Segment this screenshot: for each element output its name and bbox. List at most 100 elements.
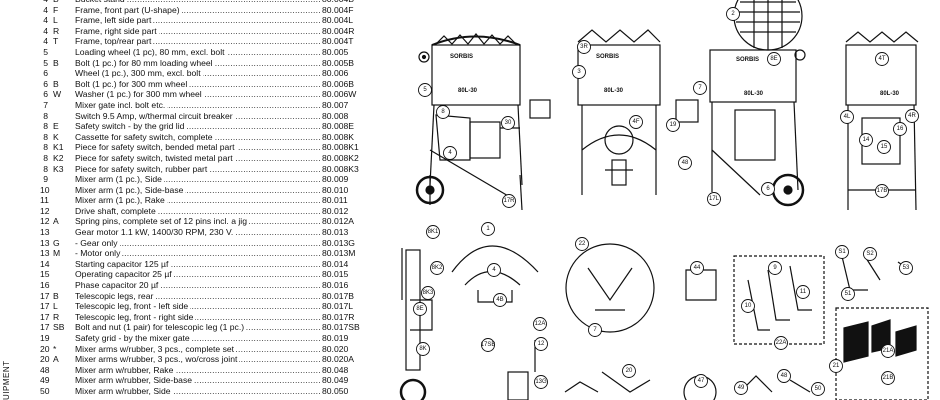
part-code: 80.004R (322, 25, 355, 36)
parts-list: 4BBucket stand80.004B4FFrame, front part… (40, 0, 380, 397)
callout-label: 7 (698, 85, 702, 91)
part-number: 48 (40, 364, 50, 375)
callout-label: 4 (492, 267, 496, 273)
part-description: Mixer arms w/rubber, 3 pcs., complete se… (75, 343, 320, 355)
part-code: 80.006 (322, 68, 349, 79)
part-suffix: R (53, 25, 60, 36)
part-code: 80.004L (322, 15, 354, 26)
callout-circle (841, 287, 855, 301)
callout-label: 48 (682, 160, 689, 166)
callout-label: 17R (503, 198, 515, 204)
part-description-text: Mixer arm (1 pc.), Rake (75, 195, 167, 206)
callout-circle (777, 369, 791, 383)
part-number: 12 (40, 216, 50, 227)
part-code: 80.049 (322, 375, 349, 386)
part-code: 80.004T (322, 36, 354, 47)
brand-label: SORBIS (596, 54, 619, 60)
part-description: Piece for safety switch, bended metal pa… (75, 142, 320, 153)
part-description: Mixer arm (1 pc.), Side (75, 174, 320, 185)
part-code: 80.008K1 (322, 142, 359, 153)
part-description: Frame, left side part (75, 15, 320, 26)
model-label: 80L-30 (458, 88, 478, 94)
callout-label: 7 (593, 327, 597, 333)
part-number: 8 (43, 121, 48, 132)
callout-circle (502, 194, 516, 208)
part-description: Piece for safety switch, rubber part (75, 163, 320, 175)
part-number: 20 (40, 354, 50, 365)
part-number: 8 (43, 152, 48, 163)
callout-circle (840, 110, 854, 124)
part-description-text: Gear motor 1.1 kW, 1400/30 RPM, 230 V. (75, 227, 236, 238)
brand-label: SORBIS (450, 54, 473, 60)
part-description: Cassette for safety switch, complete (75, 131, 320, 143)
part-description: Safety grid - by the mixer gate (75, 333, 320, 344)
part-description-text: Telescopic leg, front - left side (75, 301, 191, 312)
part-description-text: Telescopic leg, front - right side (75, 311, 196, 322)
part-description-text: Wheel (1 pc.), 300 mm, excl. bolt (75, 68, 203, 79)
callout-circle (881, 371, 895, 385)
part-suffix: W (53, 89, 62, 100)
part-description: Drive shaft, complete (75, 205, 320, 217)
part-description-text: Mixer arms w/rubber, 3 pcs., wo/cross jo… (75, 354, 240, 365)
part-description: Bolt (1 pc.) for 300 mm wheel (75, 78, 320, 90)
callout-circle (690, 261, 704, 275)
part-description-text: Bolt and nut (1 pair) for telescopic leg… (75, 322, 247, 333)
callout-circle (534, 337, 548, 351)
part-number: 5 (43, 46, 48, 57)
part-description: Mixer arm w/rubber, Rake (75, 364, 320, 376)
callout-label: 12 (538, 341, 545, 347)
part-description: Gear motor 1.1 kW, 1400/30 RPM, 230 V. (75, 227, 320, 238)
callout-circle (533, 317, 547, 331)
callout-label: S2 (866, 251, 874, 257)
part-code: 80.006B (322, 78, 355, 89)
callout-circle (734, 381, 748, 395)
parts-row: 20*Mixer arms w/rubber, 3 pcs., complete… (40, 343, 380, 355)
part-suffix: B (48, 0, 75, 5)
part-code: 80.008K (322, 131, 355, 142)
callout-circle (707, 192, 721, 206)
part-description: Piece for safety switch, twisted metal p… (75, 152, 320, 164)
callout-label: 8 (441, 109, 445, 115)
part-description: Loading wheel (1 pc), 80 mm, excl. bolt (75, 46, 320, 58)
callout-circle (421, 286, 435, 300)
part-code: 80.005B (322, 57, 355, 68)
callout-circle (693, 81, 707, 95)
callout-label: 9 (773, 265, 777, 271)
callout-circle (694, 374, 708, 388)
part-description-text: Bolt (1 pc.) for 80 mm loading wheel (75, 57, 215, 68)
callout-circle (893, 122, 907, 136)
part-description-text: - Motor only (75, 248, 123, 259)
callout-circle (863, 247, 877, 261)
part-number: 13 (40, 237, 50, 248)
callout-circle (481, 222, 495, 236)
part-description: Bolt (1 pc.) for 80 mm loading wheel (75, 57, 320, 69)
parts-row: 5 Loading wheel (1 pc), 80 mm, excl. bolt… (40, 46, 380, 58)
part-code: 80.009 (322, 174, 349, 185)
part-description-text: Phase capacitor 20 µf (75, 280, 161, 291)
part-description-text: Frame, top/rear part (75, 36, 154, 47)
part-suffix: SB (53, 322, 65, 333)
callout-circle (575, 237, 589, 251)
part-code: 80.020 (322, 343, 349, 354)
part-description-text: Frame, right side part (75, 25, 159, 36)
callout-circle (622, 364, 636, 378)
part-number: 19 (40, 333, 50, 343)
part-number: 4 (43, 15, 48, 26)
callout-label: 53 (903, 265, 910, 271)
callout-label: 8K1 (428, 229, 439, 235)
callout-label: 3 (577, 69, 581, 75)
parts-row: 4BBucket stand80.004B (40, 0, 380, 5)
part-code: 80.008E (322, 121, 355, 132)
callout-circle (835, 245, 849, 259)
